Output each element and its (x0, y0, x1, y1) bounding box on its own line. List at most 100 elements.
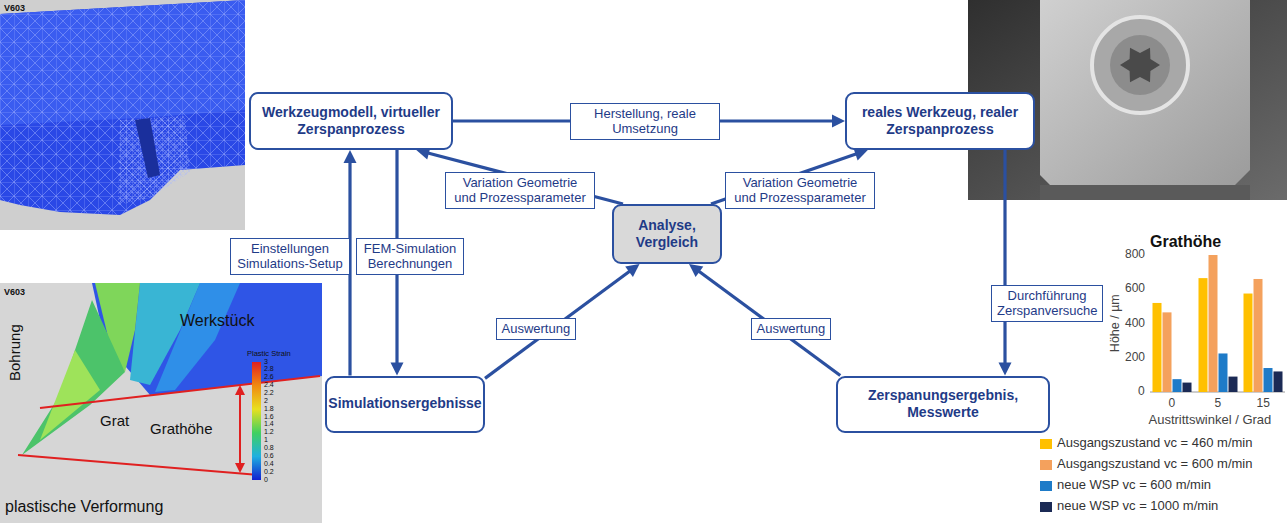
text-label: V603 (4, 3, 25, 13)
reference-line (18, 455, 260, 475)
legend-swatch (1040, 502, 1052, 512)
edge-label: Durchführung Zerspanversuche (991, 285, 1103, 322)
screw-head (1092, 17, 1188, 113)
edge-label: Variation Geometrie und Prozessparameter (725, 172, 875, 209)
text-label: Höhe / µm (1108, 294, 1122, 352)
dimension-arrow (239, 392, 241, 466)
chart-bar (1274, 371, 1283, 392)
mesh-dense (118, 116, 190, 205)
text-label: plastische Verformung (5, 498, 163, 516)
text-label: 1.8 (264, 405, 274, 413)
legend-swatch (1040, 439, 1052, 449)
text-label: 600 (1125, 282, 1145, 296)
arrowhead (625, 264, 639, 277)
text-label: 1.2 (264, 428, 274, 436)
legend-text: Ausgangszustand vc = 600 m/min (1057, 457, 1252, 472)
connector-line (485, 271, 631, 379)
text-label: Austrittswinkel / Grad (1149, 413, 1272, 428)
chart-bar (1219, 353, 1228, 392)
text-label: 1 (264, 436, 268, 444)
box-text: Simulationsergebnisse (328, 395, 481, 413)
connector-arrow (485, 264, 640, 378)
text-label: 0 (264, 476, 268, 484)
burr-shape (22, 300, 125, 455)
arrowhead (344, 150, 357, 163)
box-text: Analyse, Vergleich (622, 217, 712, 252)
connector-line (698, 271, 840, 376)
text-label: 2.8 (264, 365, 274, 373)
chart-bar (1209, 255, 1218, 392)
edge-label: FEM-Simulation Berechnungen (356, 238, 464, 275)
legend-swatch (1040, 481, 1052, 491)
text-label: Grathöhe (150, 420, 213, 437)
legend-swatch (1040, 460, 1052, 470)
reference-line (40, 376, 320, 408)
arrowhead (391, 363, 404, 376)
process-box: Zerspanungsergebnis, Messwerte (836, 376, 1050, 433)
workpiece (92, 283, 322, 395)
chart-bar (1163, 312, 1172, 392)
edge-label: Herstellung, reale Umsetzung (570, 103, 720, 140)
process-box: Analyse, Vergleich (612, 204, 722, 264)
chart-bar (1153, 303, 1162, 392)
legend-text: Ausgangszustand vc = 460 m/min (1057, 436, 1252, 451)
text-label: V603 (4, 287, 25, 297)
chart-bar (1264, 368, 1273, 392)
mesh-lines (0, 0, 245, 215)
arrowhead (832, 115, 845, 128)
chart-bar (1244, 294, 1253, 392)
text-label: 2.6 (264, 373, 274, 381)
legend-text: neue WSP vc = 1000 m/min (1057, 499, 1218, 514)
box-text: reales Werkzeug, realer Zerspanprozess (855, 104, 1025, 139)
arrowhead (689, 264, 703, 277)
text-label: Plastic Strain (247, 350, 291, 359)
mesh-background (0, 0, 245, 230)
arrowhead (999, 363, 1012, 376)
box-content: Werkzeugmodell, virtueller Zerspanprozes… (259, 104, 443, 139)
edge-label: Variation Geometrie und Prozessparameter (445, 172, 595, 209)
dimension-arrowhead (235, 463, 245, 473)
insert-edge (1040, 185, 1250, 200)
edge-label: Auswertung (751, 318, 832, 340)
mesh-notch (135, 118, 160, 178)
mesh-body (0, 0, 245, 215)
screw-inner (1110, 35, 1170, 95)
box-content: reales Werkzeug, realer Zerspanprozess (855, 104, 1025, 139)
text-label: 1.4 (264, 420, 274, 428)
text-label: Grat (100, 412, 129, 429)
box-content: Zerspanungsergebnis, Messwerte (846, 387, 1040, 422)
text-label: 1.6 (264, 413, 274, 421)
edge-label: Einstellungen Simulations-Setup (230, 238, 350, 275)
box-text: Werkzeugmodell, virtueller Zerspanprozes… (259, 104, 443, 139)
connector-line (1003, 150, 1006, 365)
box-content: Simulationsergebnisse (328, 395, 481, 413)
text-label: 0.2 (264, 468, 274, 476)
torx-socket (1120, 48, 1160, 83)
text-label: 2 (264, 397, 268, 405)
box-text: Zerspanungsergebnis, Messwerte (846, 387, 1040, 422)
edge-label: Auswertung (496, 318, 577, 340)
text-label: Bohrung (5, 324, 22, 381)
text-label: 2.2 (264, 389, 274, 397)
insert-shape (1040, 0, 1250, 195)
box-content: Analyse, Vergleich (622, 217, 712, 252)
color-bar (252, 362, 261, 480)
text-label: 5 (1215, 397, 1222, 411)
text-label: 0.6 (264, 452, 274, 460)
process-box: reales Werkzeug, realer Zerspanprozess (845, 92, 1035, 150)
text-label: 0 (1138, 385, 1145, 399)
chart-bar (1254, 279, 1263, 392)
text-label: 15 (1257, 397, 1270, 411)
chart-bar (1229, 377, 1238, 392)
chart-bar (1183, 383, 1192, 392)
legend-text: neue WSP vc = 600 m/min (1057, 478, 1211, 493)
text-label: 800 (1125, 248, 1145, 262)
process-box: Werkzeugmodell, virtueller Zerspanprozes… (249, 92, 453, 150)
text-label: 0.4 (264, 460, 274, 468)
text-label: 400 (1125, 317, 1145, 331)
connector-arrow (999, 150, 1012, 376)
strain-zone (130, 283, 200, 385)
text-label: 0 (1169, 397, 1176, 411)
text-label: 200 (1125, 351, 1145, 365)
